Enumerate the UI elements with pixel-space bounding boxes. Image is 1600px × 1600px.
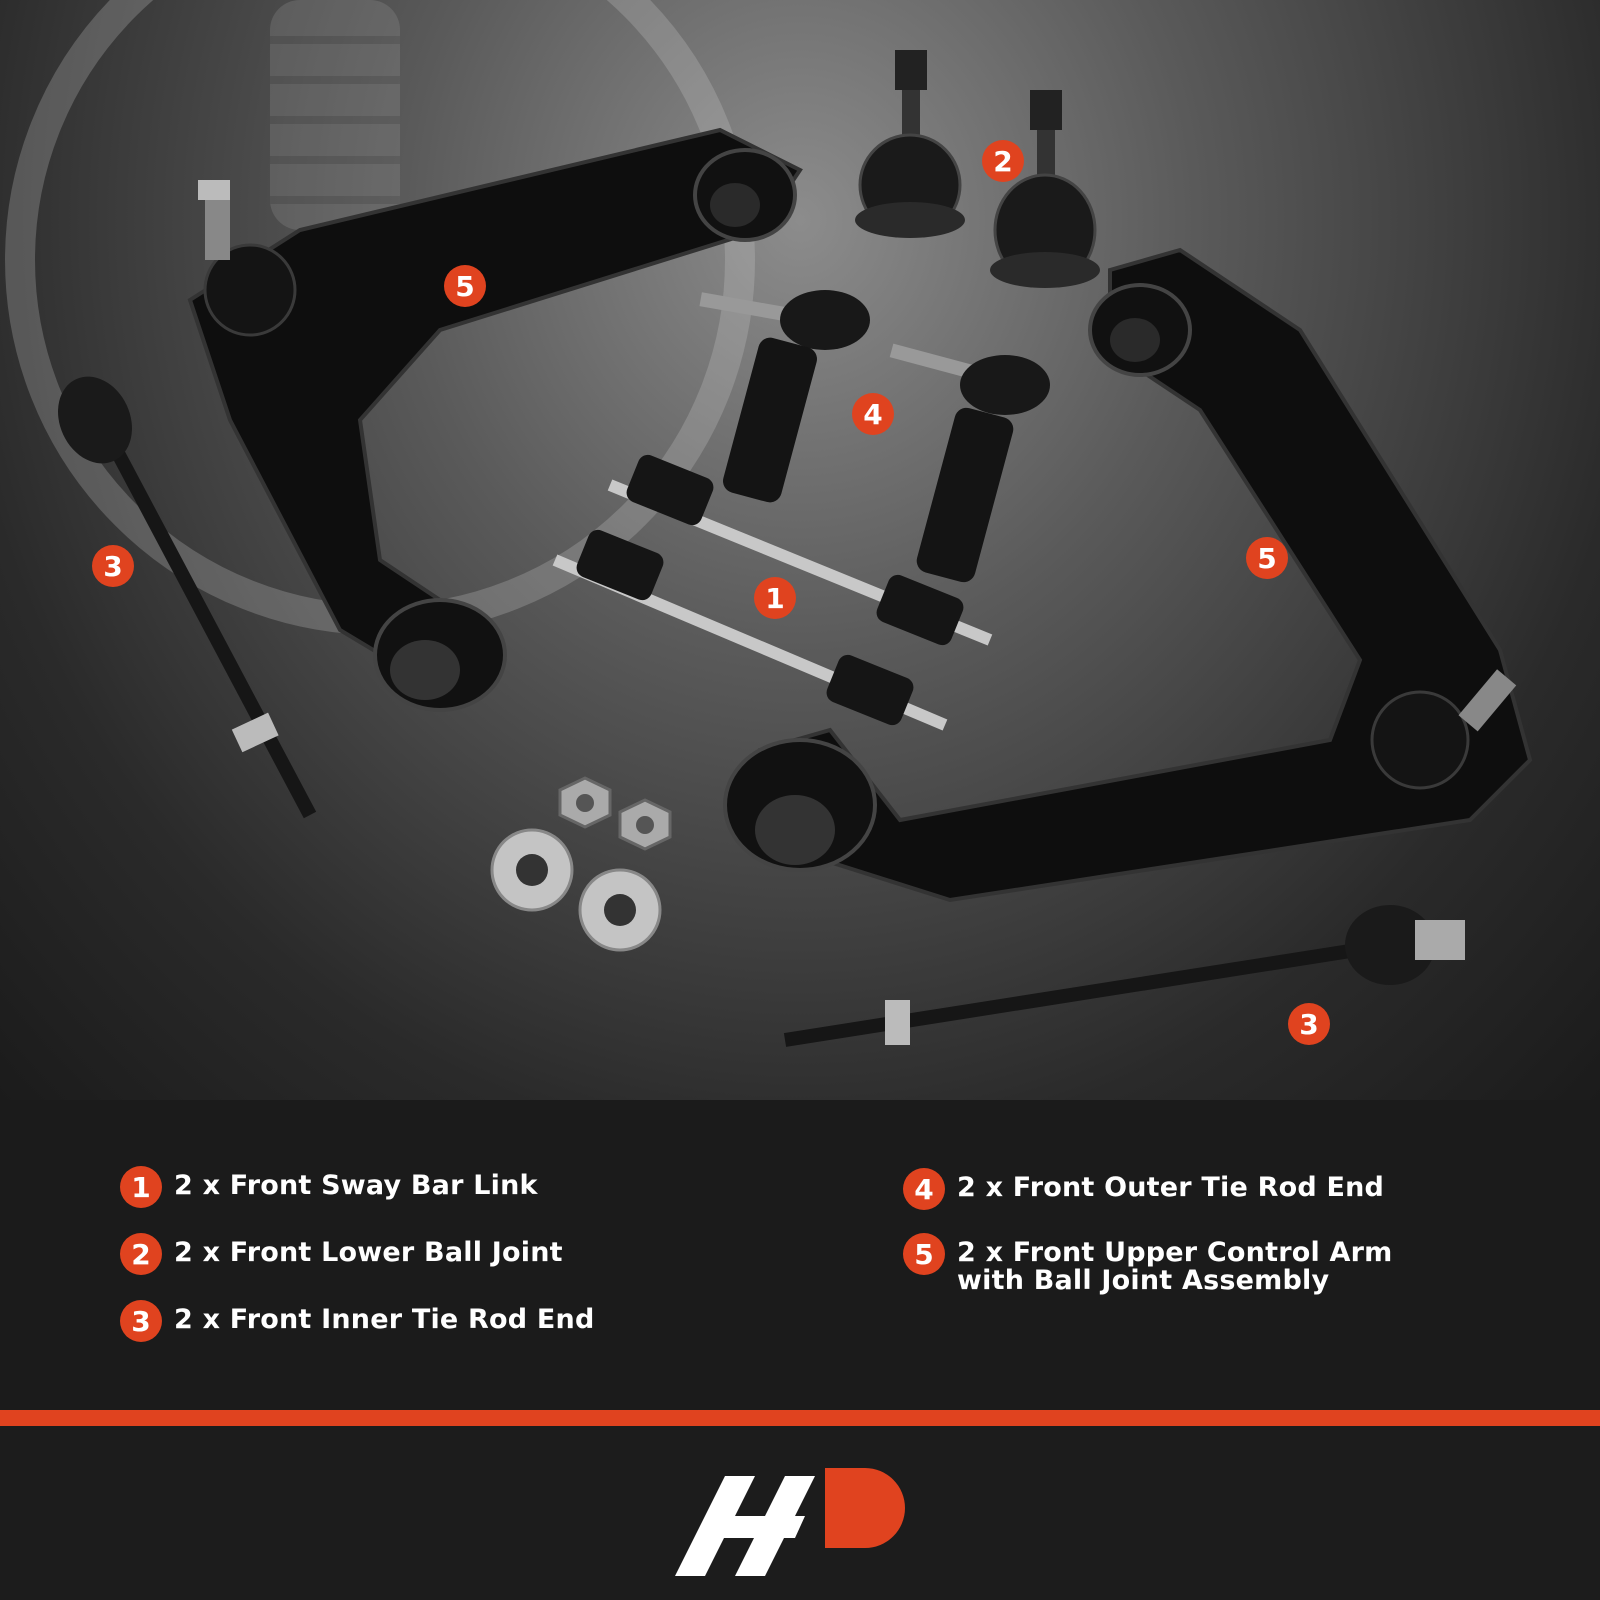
callout-1: 1 [754, 577, 796, 619]
outer-tie-rod-ends [699, 290, 1050, 583]
legend-number: 3 [120, 1300, 162, 1342]
callout-3-left: 3 [92, 545, 134, 587]
parts-legend: 1 2 x Front Sway Bar Link 2 2 x Front Lo… [0, 1100, 1600, 1410]
callout-5-left: 5 [444, 265, 486, 307]
legend-label: 2 x Front Sway Bar Link [174, 1170, 538, 1201]
callout-5-right: 5 [1246, 537, 1288, 579]
upper-control-arm-left [187, 127, 803, 712]
footer [0, 1426, 1600, 1600]
sway-bar-links [552, 454, 993, 731]
inner-tie-rods [58, 376, 1465, 1047]
callout-2: 2 [982, 140, 1024, 182]
legend-number: 1 [120, 1166, 162, 1208]
brand-logo [675, 1468, 905, 1576]
upper-control-arm-right [723, 247, 1533, 903]
legend-number: 4 [903, 1168, 945, 1210]
legend-label: 2 x Front Lower Ball Joint [174, 1237, 563, 1268]
product-photo: 1 2 3 3 4 5 5 [0, 0, 1600, 1100]
legend-label: 2 x Front Inner Tie Rod End [174, 1304, 595, 1335]
legend-item-1: 1 2 x Front Sway Bar Link [120, 1166, 538, 1208]
lower-ball-joints [855, 50, 1100, 288]
legend-item-2: 2 2 x Front Lower Ball Joint [120, 1233, 563, 1275]
legend-item-3: 3 2 x Front Inner Tie Rod End [120, 1300, 594, 1342]
legend-item-5: 5 2 x Front Upper Control Arm with Ball … [903, 1233, 1437, 1295]
callout-3-right: 3 [1288, 1003, 1330, 1045]
callout-4: 4 [852, 393, 894, 435]
legend-label: 2 x Front Upper Control Arm with Ball Jo… [957, 1237, 1393, 1296]
legend-label: 2 x Front Outer Tie Rod End [957, 1172, 1385, 1203]
accent-divider [0, 1410, 1600, 1426]
legend-item-4: 4 2 x Front Outer Tie Rod End [903, 1168, 1384, 1210]
nuts-and-washers [490, 776, 672, 952]
legend-number: 5 [903, 1233, 945, 1275]
legend-number: 2 [120, 1233, 162, 1275]
